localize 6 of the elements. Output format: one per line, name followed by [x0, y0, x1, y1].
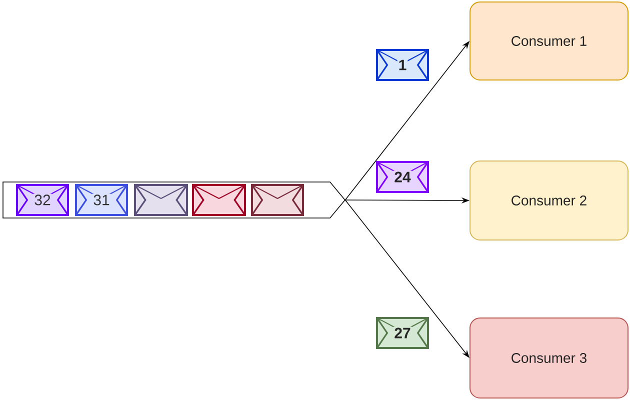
message-icon — [134, 184, 188, 216]
consumer-box: Consumer 2 — [470, 160, 628, 240]
message-icon — [251, 184, 304, 216]
consumer-box: Consumer 1 — [470, 2, 628, 80]
message-icon — [192, 184, 246, 216]
consumer-box: Consumer 3 — [470, 318, 628, 398]
